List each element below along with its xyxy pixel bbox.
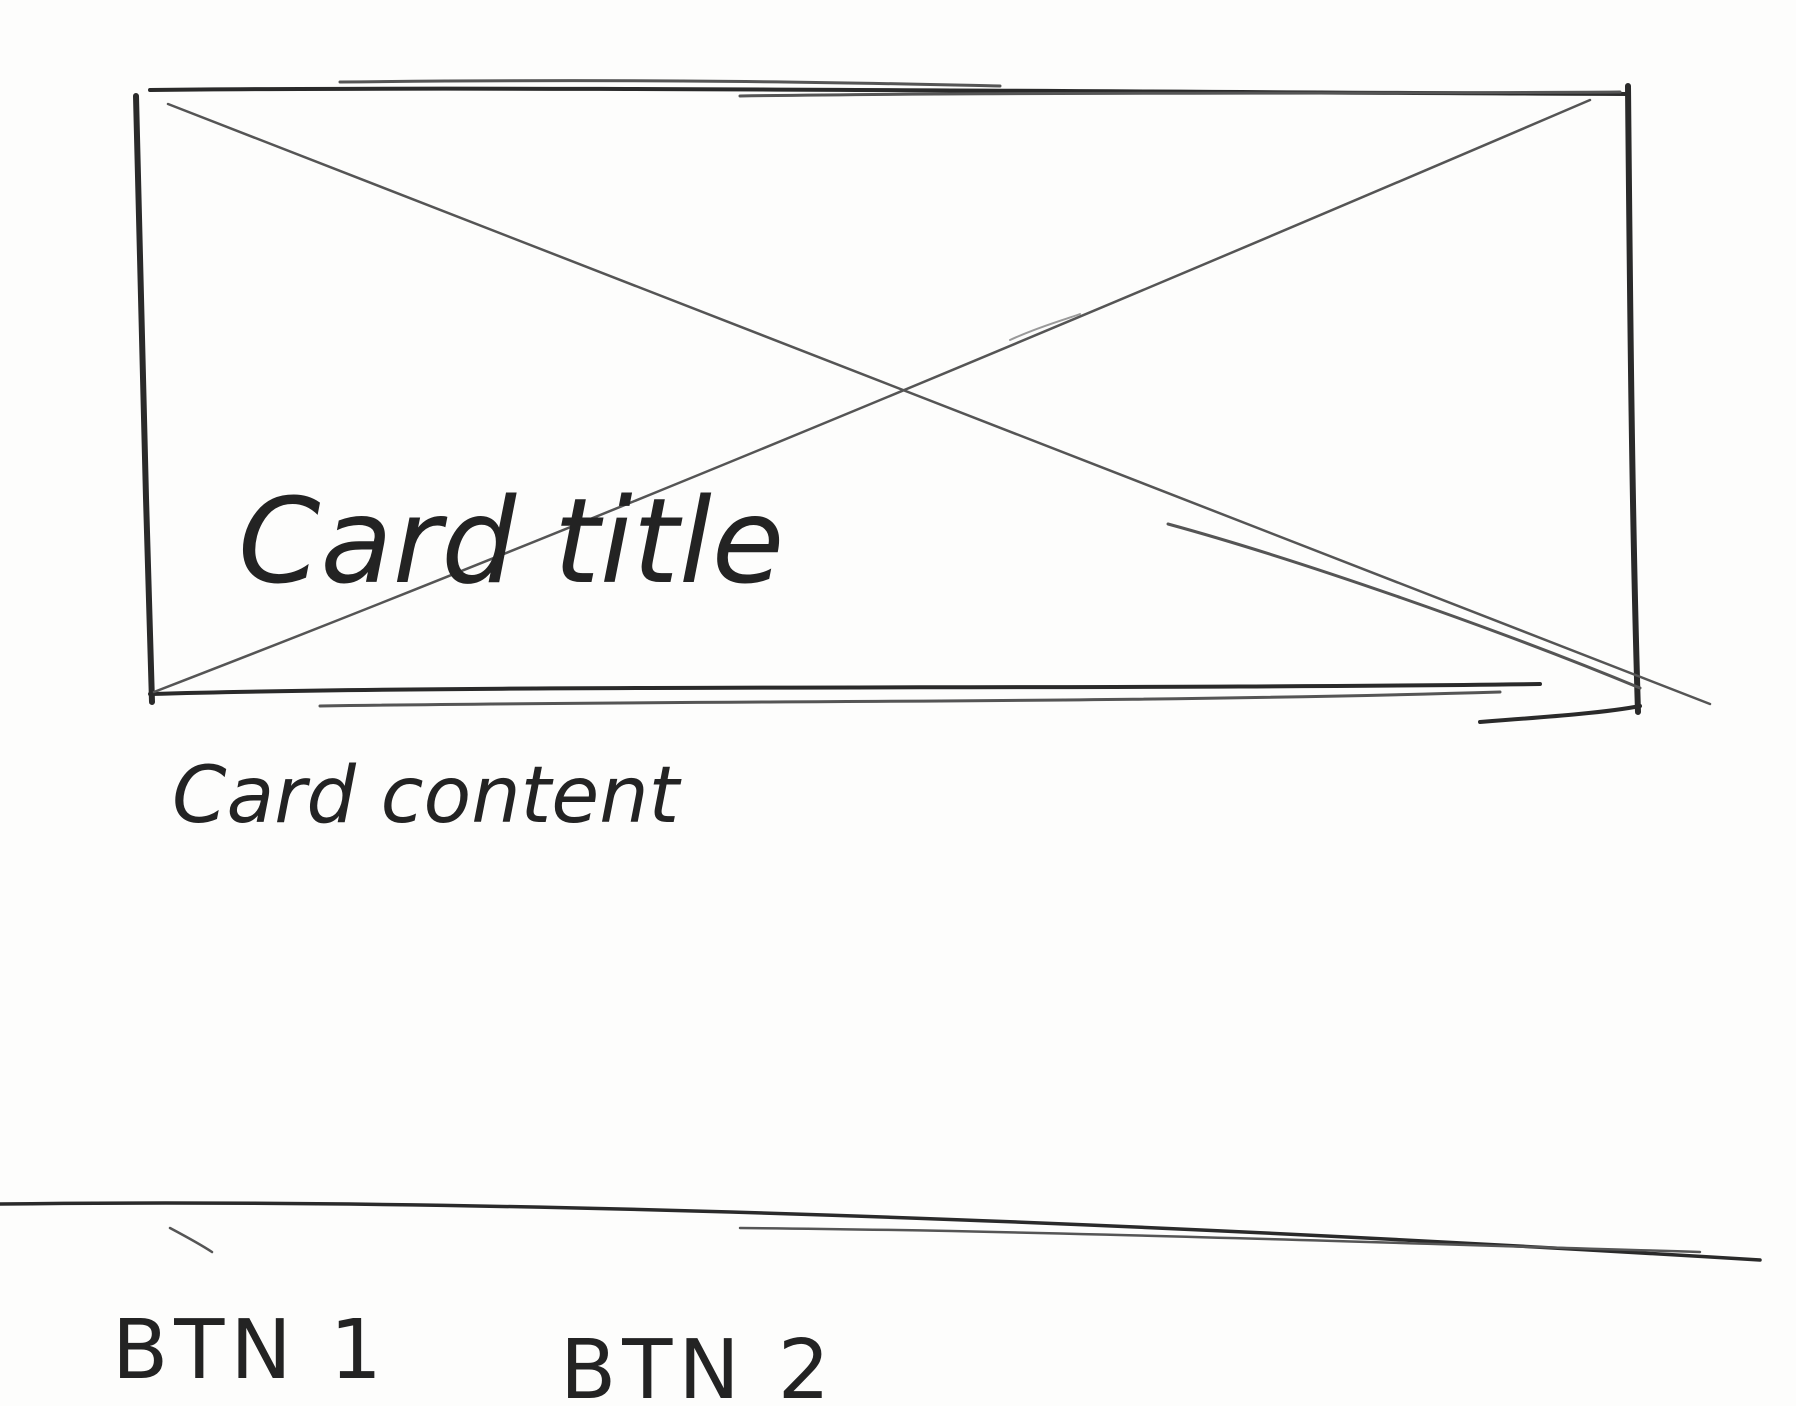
btn-2-label: BTN 2 [560, 1323, 836, 1406]
card-title: Card title [238, 472, 784, 610]
btn-1-label: BTN 1 [112, 1303, 388, 1398]
image-placeholder-icon [133, 79, 1712, 724]
actions-divider [0, 1201, 1762, 1262]
card-content: Card content [172, 751, 682, 841]
btn-2[interactable]: BTN 2 [560, 1323, 836, 1406]
btn-1[interactable]: BTN 1 [112, 1303, 388, 1398]
